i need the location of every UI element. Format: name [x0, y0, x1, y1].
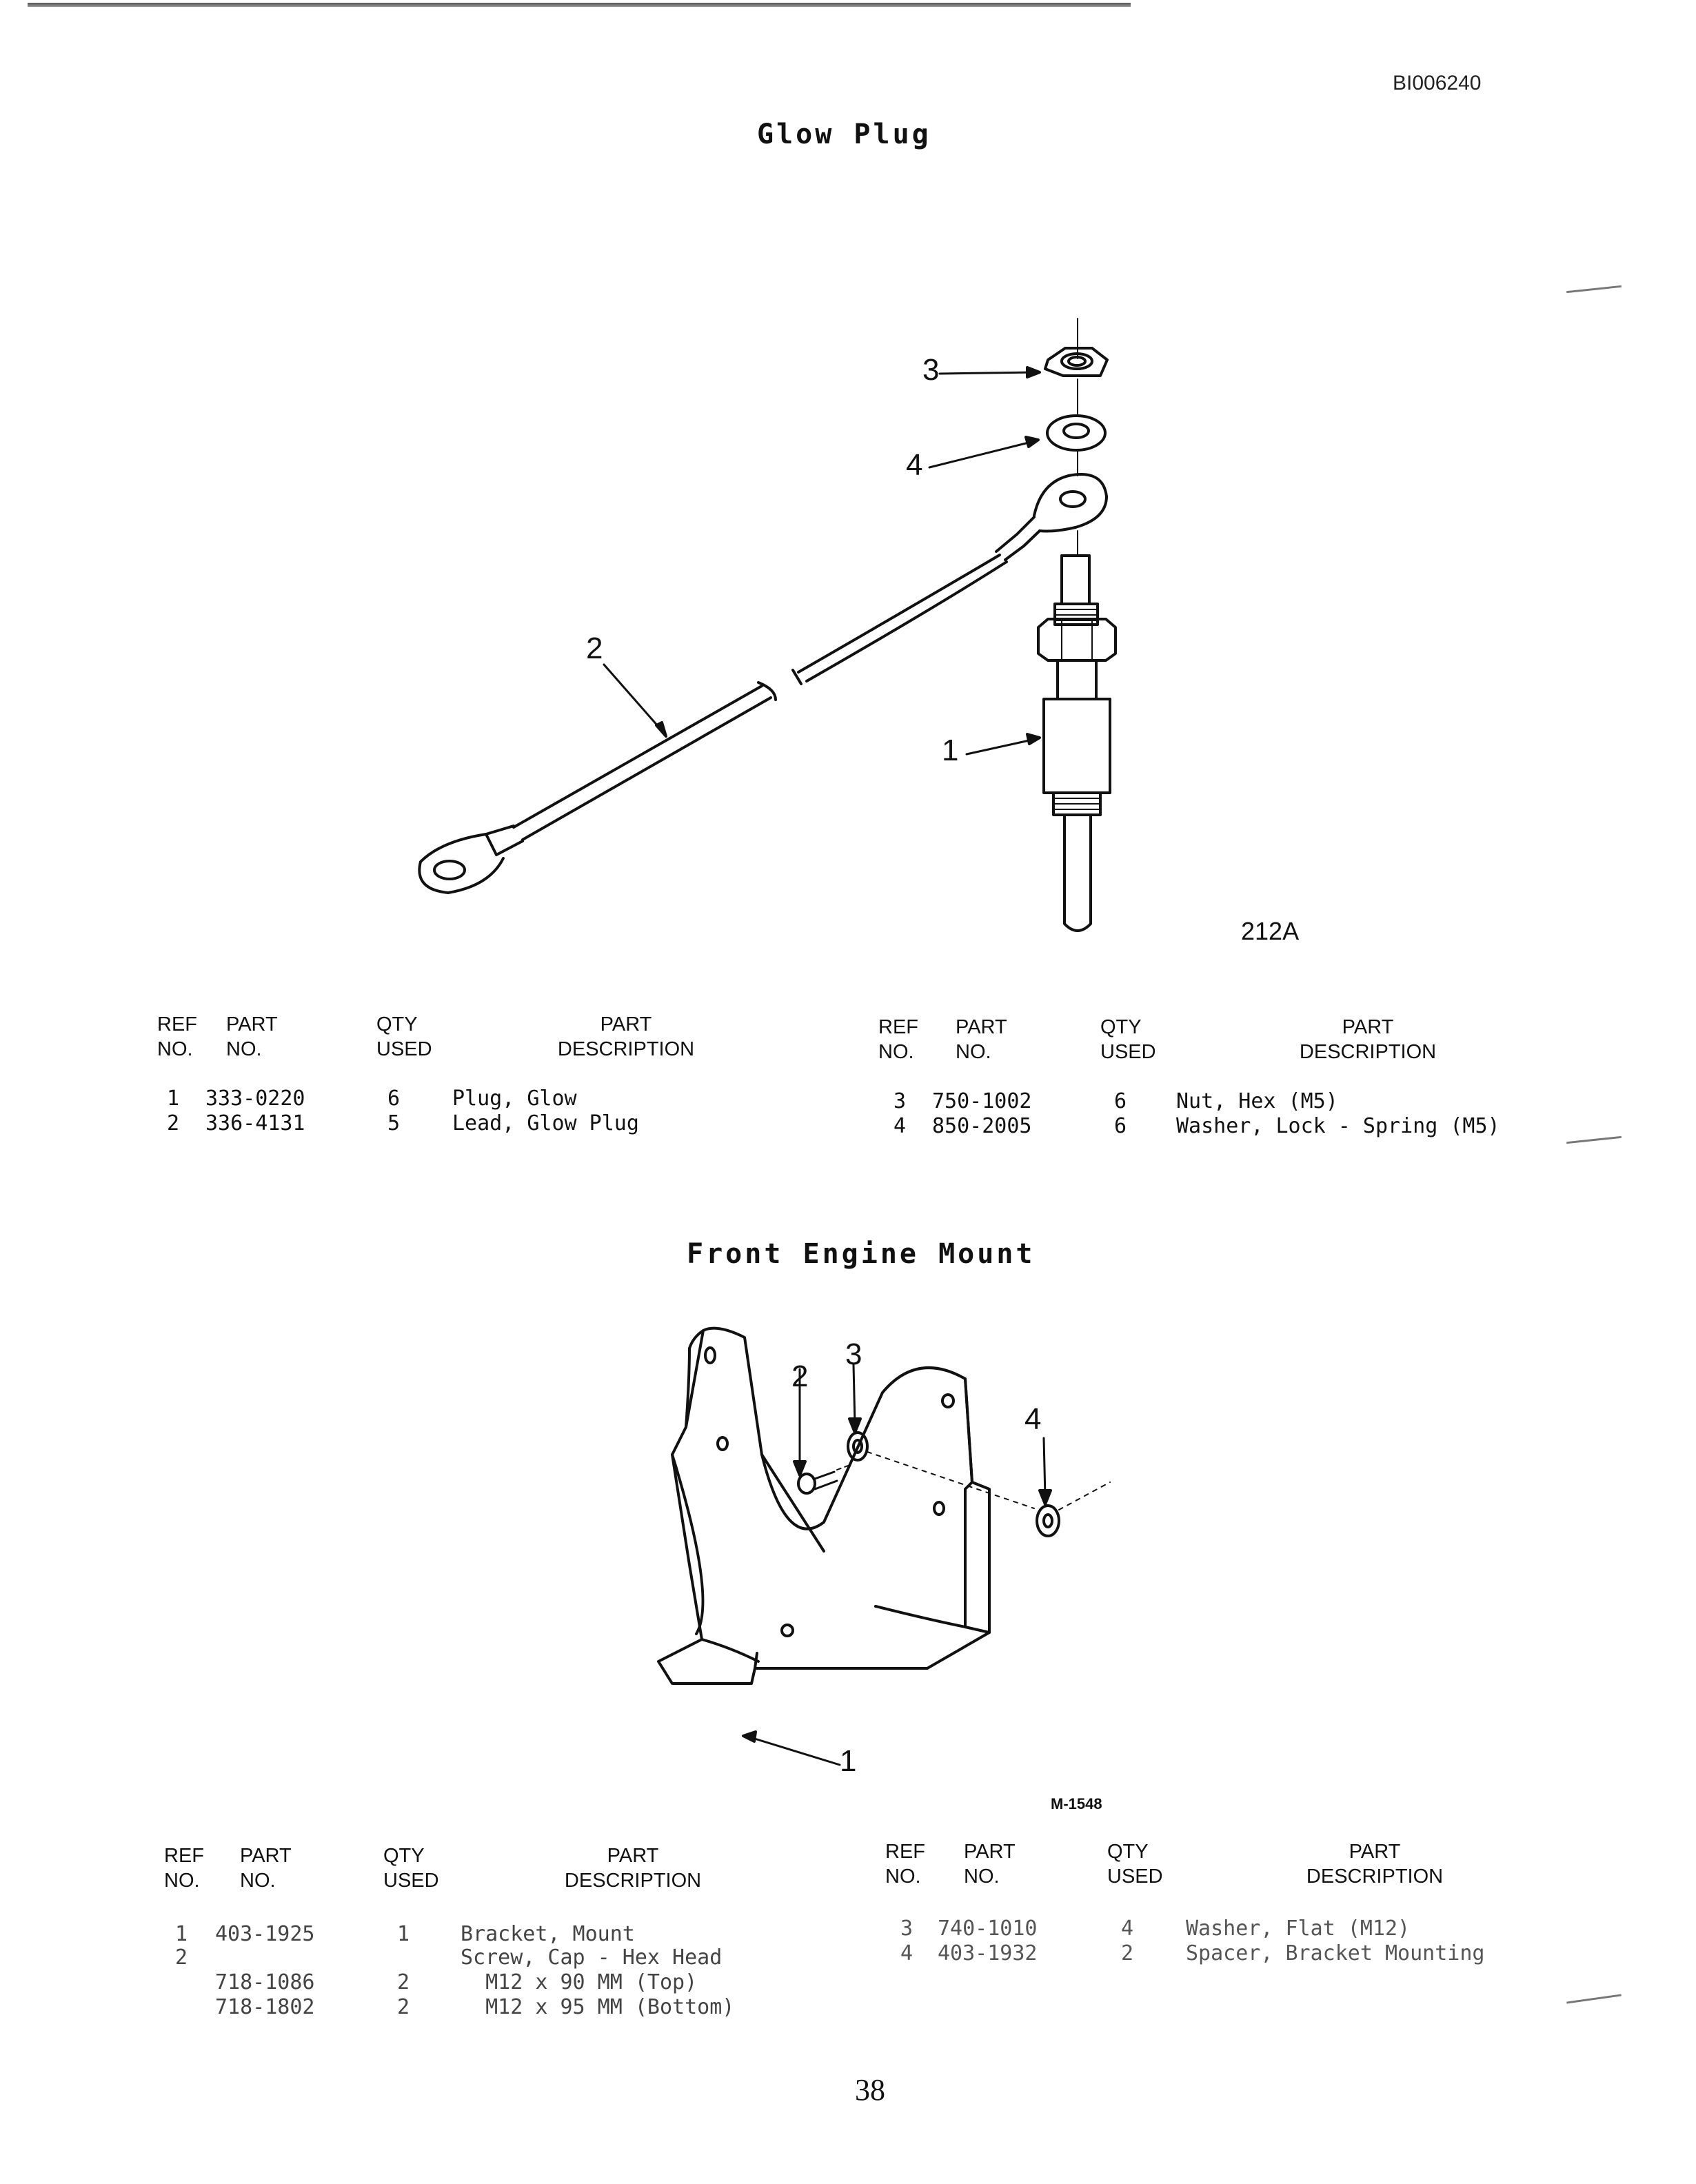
- cell-ref: 4: [894, 1114, 907, 1138]
- cell-qty: 2: [397, 1995, 410, 2019]
- header-ref: REF NO.: [164, 1845, 204, 1892]
- cell-qty: 2: [397, 1970, 410, 1994]
- callout-1: 1: [942, 734, 959, 767]
- callout-1: 1: [840, 1744, 857, 1778]
- callout-3: 3: [922, 353, 940, 387]
- cell-ref: 1: [175, 1922, 188, 1946]
- cell-qty: 6: [1114, 1114, 1127, 1138]
- scan-mark: [1566, 1994, 1622, 2004]
- cell-description: Spacer, Bracket Mounting: [1186, 1941, 1485, 1965]
- cell-ref: 2: [175, 1945, 188, 1970]
- scan-mark: [1566, 1135, 1622, 1144]
- cell-ref: 1: [167, 1086, 180, 1111]
- header-description: PART DESCRIPTION: [564, 1845, 702, 1892]
- cell-description: Nut, Hex (M5): [1176, 1089, 1338, 1113]
- section-title-front-engine-mount: Front Engine Mount: [687, 1238, 1036, 1270]
- cell-description: M12 x 95 MM (Bottom): [461, 1995, 735, 2019]
- header-qty: QTY USED: [1100, 1016, 1156, 1063]
- section-title-glow-plug: Glow Plug: [757, 119, 931, 150]
- cell-qty: 2: [1121, 1941, 1134, 1965]
- cell-part-no: 740-1010: [938, 1917, 1038, 1941]
- cell-description: Plug, Glow: [452, 1086, 577, 1111]
- cell-part-no: 403-1925: [215, 1922, 315, 1946]
- cell-description: Washer, Flat (M12): [1186, 1917, 1411, 1941]
- cell-description: Screw, Cap - Hex Head: [461, 1945, 723, 1970]
- header-qty: QTY USED: [1107, 1841, 1163, 1888]
- cell-part-no: 333-0220: [205, 1086, 305, 1111]
- page-number: 38: [855, 2073, 885, 2107]
- cell-ref: 3: [894, 1089, 907, 1113]
- cell-qty: 4: [1121, 1917, 1134, 1941]
- callout-2: 2: [586, 631, 603, 665]
- cell-qty: 6: [1114, 1089, 1127, 1113]
- callout-4: 4: [906, 448, 923, 482]
- header-ref: REF NO.: [885, 1841, 925, 1888]
- cell-qty: 5: [387, 1111, 401, 1135]
- callout-2: 2: [791, 1359, 809, 1393]
- cell-ref: 4: [900, 1941, 913, 1965]
- callout-4: 4: [1024, 1402, 1042, 1436]
- cell-ref: 3: [900, 1917, 913, 1941]
- cell-part-no: 750-1002: [932, 1089, 1032, 1113]
- cell-ref: 2: [167, 1111, 180, 1135]
- cell-qty: 6: [387, 1086, 401, 1111]
- cell-part-no: 850-2005: [932, 1114, 1032, 1138]
- cell-part-no: 336-4131: [205, 1111, 305, 1135]
- front-engine-mount-diagram: [657, 1326, 1111, 1766]
- header-description: PART DESCRIPTION: [557, 1013, 695, 1060]
- header-ref: REF NO.: [157, 1013, 197, 1060]
- figure-code: 212A: [1241, 917, 1300, 945]
- cell-part-no: 403-1932: [938, 1941, 1038, 1965]
- header-ref: REF NO.: [878, 1016, 918, 1063]
- header-part-no: PART NO.: [956, 1016, 1007, 1063]
- cell-description: Lead, Glow Plug: [452, 1111, 639, 1135]
- cell-part-no: 718-1086: [215, 1970, 315, 1994]
- header-part-no: PART NO.: [226, 1013, 278, 1060]
- cell-description: Washer, Lock - Spring (M5): [1176, 1114, 1500, 1138]
- cell-qty: 1: [397, 1922, 410, 1946]
- document-id: BI006240: [1393, 72, 1482, 94]
- glow-plug-exploded-diagram: [418, 318, 1117, 932]
- cell-description: Bracket, Mount: [461, 1922, 635, 1946]
- header-qty: QTY USED: [383, 1845, 439, 1892]
- header-qty: QTY USED: [376, 1013, 432, 1060]
- cell-part-no: 718-1802: [215, 1995, 315, 2019]
- header-part-no: PART NO.: [240, 1845, 292, 1892]
- figure-code: M-1548: [1051, 1795, 1102, 1812]
- callout-3: 3: [845, 1337, 862, 1371]
- header-part-no: PART NO.: [964, 1841, 1016, 1888]
- header-description: PART DESCRIPTION: [1306, 1841, 1444, 1888]
- scan-top-edge: [28, 3, 1131, 7]
- cell-description: M12 x 90 MM (Top): [461, 1970, 698, 1994]
- header-description: PART DESCRIPTION: [1299, 1016, 1437, 1063]
